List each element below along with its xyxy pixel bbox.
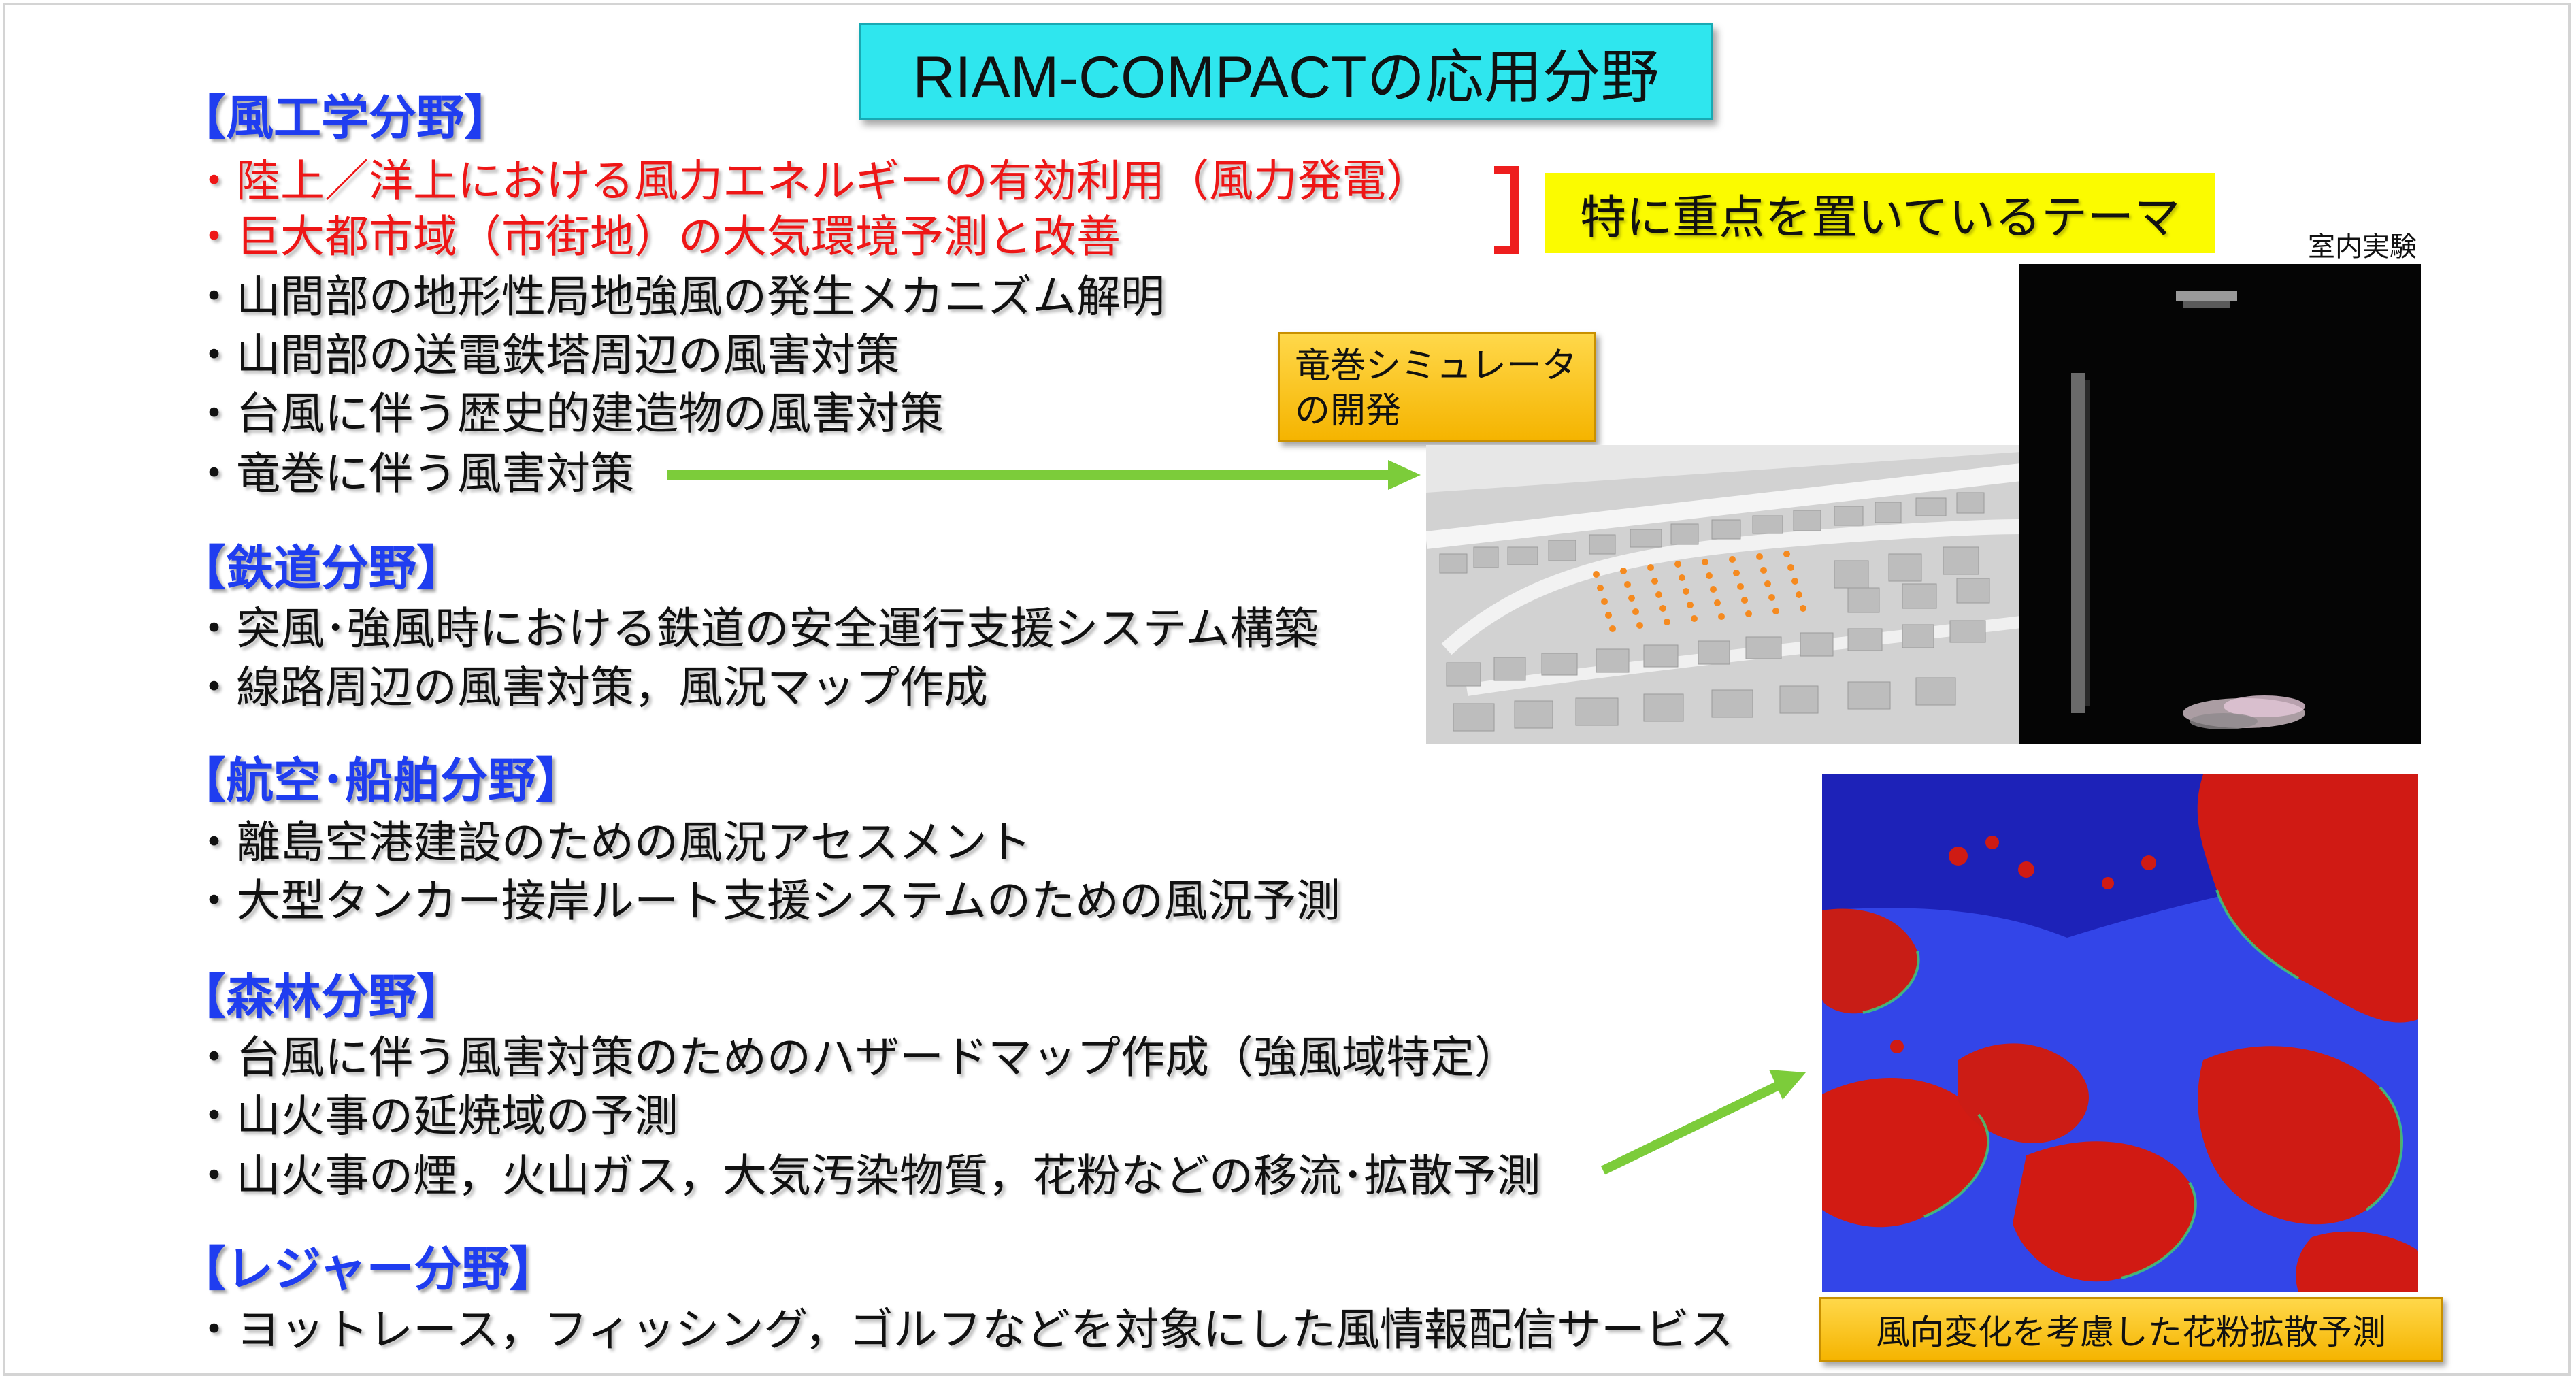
tornado-simulator-callout: 竜巻シミュレータ の開発	[1278, 332, 1596, 442]
section-heading-railway: 【鉄道分野】	[178, 540, 464, 596]
smoke-icon	[2019, 264, 2421, 744]
emphasis-bracket	[1494, 166, 1519, 254]
city-3d-icon	[1426, 445, 2021, 744]
section-heading-leisure: 【レジャー分野】	[178, 1241, 557, 1297]
emphasis-label: 特に重点を置いているテーマ	[1545, 173, 2215, 253]
indoor-experiment-label: 室内実験	[2308, 231, 2417, 263]
slide-title: RIAM-COMPACTの応用分野	[859, 23, 1713, 120]
list-item: ・台風に伴う風害対策のためのハザードマップ作成（強風域特定）	[192, 1032, 1519, 1083]
list-item: ・陸上／洋上における風力エネルギーの有効利用（風力発電）	[192, 156, 1431, 207]
list-item: ・大型タンカー接岸ルート支援システムのための風況予測	[192, 876, 1341, 927]
list-item: ・竜巻に伴う風害対策	[192, 448, 635, 499]
tornado-city-simulation-image	[1426, 445, 2021, 744]
heatmap-icon	[1822, 774, 2418, 1292]
list-item: ・突風･強風時における鉄道の安全運行支援システム構築	[192, 604, 1319, 655]
section-heading-aviation-shipping: 【航空･船舶分野】	[178, 753, 583, 808]
list-item: ・線路周辺の風害対策，風況マップ作成	[192, 662, 989, 713]
indoor-experiment-photo	[2019, 264, 2421, 744]
section-heading-wind-engineering: 【風工学分野】	[178, 90, 512, 146]
callout-line-2: の開発	[1295, 391, 1402, 431]
list-item: ・台風に伴う歴史的建造物の風害対策	[192, 389, 944, 440]
list-item: ・山火事の延焼域の予測	[192, 1091, 679, 1142]
list-item: ・山火事の煙，火山ガス，大気汚染物質，花粉などの移流･拡散予測	[192, 1151, 1541, 1202]
callout-line-1: 竜巻シミュレータ	[1295, 346, 1577, 387]
list-item: ・離島空港建設のための風況アセスメント	[192, 817, 1031, 868]
list-item: ・山間部の地形性局地強風の発生メカニズム解明	[192, 272, 1166, 323]
section-heading-forestry: 【森林分野】	[178, 969, 464, 1025]
list-item: ・巨大都市域（市街地）の大気環境予測と改善	[192, 212, 1121, 263]
pollen-dispersion-caption: 風向変化を考慮した花粉拡散予測	[1819, 1297, 2443, 1362]
list-item: ・ヨットレース，フィッシング，ゴルフなどを対象にした風情報配信サービス	[192, 1304, 1734, 1356]
slide-frame	[3, 3, 2571, 1376]
pollen-dispersion-map-image	[1822, 774, 2418, 1292]
list-item: ・山間部の送電鉄塔周辺の風害対策	[192, 330, 900, 381]
